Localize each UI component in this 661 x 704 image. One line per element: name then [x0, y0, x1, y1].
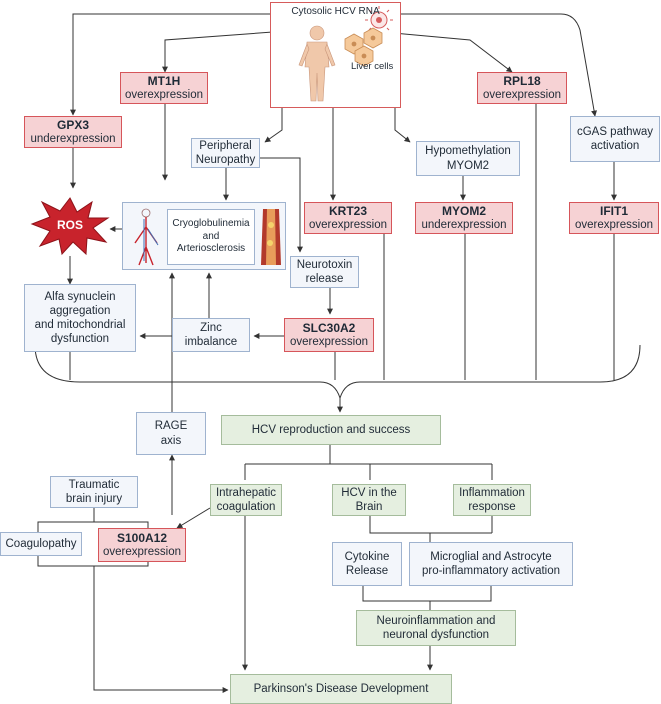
line-2: MYOM2 [446, 159, 490, 172]
artery-plaque-icon [261, 209, 281, 265]
neurotoxin-release-box: Neurotoxin release [290, 256, 359, 288]
gene-name: S100A12 [116, 530, 168, 545]
parkinsons-development-box: Parkinson's Disease Development [230, 674, 452, 704]
cytokine-release-box: Cytokine Release [332, 542, 402, 586]
line-2: Brain [355, 501, 383, 513]
traumatic-brain-injury-box: Traumatic brain injury [50, 476, 138, 508]
gene-status: overexpression [290, 336, 368, 349]
cryoglobulinemia-panel: Cryoglobulinemia and Arteriosclerosis [122, 202, 286, 270]
gpx3-box: GPX3 underexpression [24, 116, 122, 148]
line-1: Zinc [200, 321, 222, 334]
gene-status: overexpression [575, 219, 653, 232]
line-1: Neurotoxin [296, 258, 353, 271]
line-1: Cryoglobulinemia [172, 218, 250, 230]
line-1: Neuroinflammation and [376, 614, 496, 627]
gene-status: overexpression [309, 219, 387, 232]
line-2: aggregation [49, 304, 111, 317]
cytosolic-hcv-rna-title: Cytosolic HCV RNA [291, 6, 380, 17]
line-2: release [305, 273, 344, 285]
rage-axis-box: RAGE axis [136, 412, 206, 455]
cryoglobulinemia-label: Cryoglobulinemia and Arteriosclerosis [167, 209, 255, 265]
krt23-box: KRT23 overexpression [304, 202, 392, 234]
slc30a2-box: SLC30A2 overexpression [284, 318, 374, 352]
line-1: Hypomethylation [425, 145, 511, 158]
inflammation-response-box: Inflammation response [453, 484, 531, 516]
line-2: response [468, 501, 516, 513]
line-1: Inflammation [459, 486, 525, 499]
gene-name: IFIT1 [599, 203, 628, 218]
alfa-synuclein-box: Alfa synuclein aggregation and mitochond… [24, 284, 136, 352]
line-1: Alfa synuclein [44, 290, 116, 303]
line-1: Peripheral [199, 139, 252, 152]
line-2: and [202, 230, 220, 242]
gene-name: GPX3 [56, 117, 89, 132]
liver-cells-icon [344, 27, 383, 67]
cytosolic-hcv-rna-panel: Cytosolic HCV RNA Liver cells [270, 2, 401, 108]
gene-status: overexpression [483, 89, 561, 102]
ros-label: ROS [56, 218, 83, 232]
gene-status: overexpression [103, 546, 181, 559]
line-1: HCV in the [341, 486, 397, 499]
line-2: activation [590, 140, 640, 152]
gene-status: underexpression [30, 133, 116, 146]
microglial-activation-box: Microglial and Astrocyte pro-inflammator… [409, 542, 573, 586]
line-2: brain injury [65, 493, 123, 505]
blood-vessel-icon [134, 208, 159, 266]
gene-name: MT1H [147, 73, 181, 88]
rpl18-box: RPL18 overexpression [477, 72, 567, 104]
gene-name: SLC30A2 [302, 320, 356, 335]
line-1: HCV reproduction and success [251, 423, 411, 436]
gene-name: KRT23 [328, 203, 367, 218]
line-2: neuronal dysfunction [382, 629, 490, 641]
ros-burst-icon [30, 197, 110, 256]
mt1h-box: MT1H overexpression [120, 72, 208, 104]
hcv-in-brain-box: HCV in the Brain [332, 484, 406, 516]
peripheral-neuropathy-box: Peripheral Neuropathy [191, 138, 260, 168]
line-2: coagulation [216, 501, 276, 513]
hypomethylation-box: Hypomethylation MYOM2 [416, 141, 520, 176]
neuroinflammation-box: Neuroinflammation and neuronal dysfuncti… [356, 610, 516, 646]
line-1: Intrahepatic [215, 486, 277, 499]
line-2: Neuropathy [195, 154, 256, 166]
line-1: Coagulopathy [5, 537, 77, 550]
line-1: Parkinson's Disease Development [253, 682, 429, 695]
line-4: dysfunction [50, 333, 110, 346]
line-1: Traumatic [68, 478, 120, 491]
line-1: RAGE [154, 420, 188, 433]
hcv-reproduction-box: HCV reproduction and success [221, 415, 441, 445]
liver-cells-caption: Liver cells [351, 61, 394, 72]
cgas-pathway-box: cGAS pathway activation [570, 116, 660, 162]
coagulopathy-box: Coagulopathy [0, 532, 82, 556]
ros-burst: ROS [30, 196, 110, 256]
human-body-icon [298, 25, 336, 102]
line-2: Release [345, 565, 389, 577]
line-3: and mitochondrial [34, 319, 126, 331]
gene-name: RPL18 [503, 73, 541, 88]
gene-status: underexpression [421, 219, 507, 232]
line-2: axis [160, 434, 182, 447]
hcv-illustration [298, 6, 393, 102]
intrahepatic-coagulation-box: Intrahepatic coagulation [210, 484, 282, 516]
line-1: Microglial and Astrocyte [430, 550, 552, 563]
line-1: Cytokine [344, 550, 390, 563]
gene-name: MYOM2 [441, 203, 486, 218]
line-2: imbalance [184, 336, 238, 348]
ifit1-box: IFIT1 overexpression [569, 202, 659, 234]
line-3: Arteriosclerosis [176, 243, 246, 255]
gene-status: overexpression [125, 89, 203, 102]
zinc-imbalance-box: Zinc imbalance [172, 318, 250, 352]
s100a12-box: S100A12 overexpression [98, 528, 186, 562]
line-1: cGAS pathway [576, 125, 654, 138]
myom2-box: MYOM2 underexpression [415, 202, 513, 234]
line-2: pro-inflammatory activation [421, 565, 561, 577]
